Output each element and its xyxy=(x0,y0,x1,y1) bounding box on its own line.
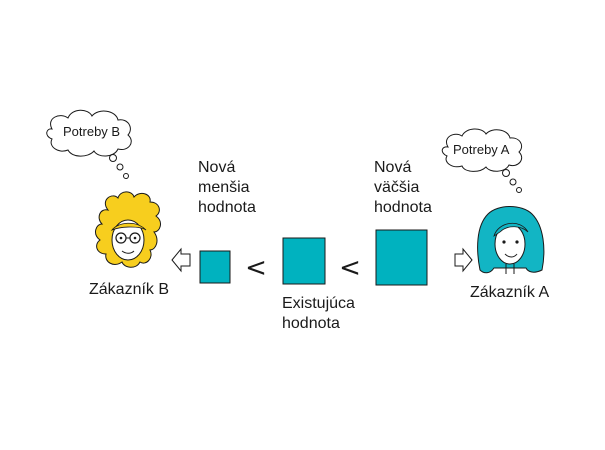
label-line: Existujúca xyxy=(282,294,355,314)
thought-text-a: Potreby A xyxy=(453,142,509,157)
short-hair-woman-icon xyxy=(478,207,544,275)
curly-hair-glasses-woman-icon xyxy=(96,192,161,267)
label-line: väčšia xyxy=(374,178,432,198)
less-than-symbol-2: < xyxy=(339,253,361,283)
label-line: Nová xyxy=(374,158,432,178)
label-existing-value: Existujúca hodnota xyxy=(282,294,355,334)
arrow-right-icon xyxy=(455,249,472,271)
label-line: hodnota xyxy=(374,198,432,218)
label-line: Nová xyxy=(198,158,256,178)
arrow-left-icon xyxy=(172,249,190,271)
label-line: hodnota xyxy=(198,198,256,218)
label-new-larger-value: Nová väčšia hodnota xyxy=(374,158,432,218)
thought-bubble-b xyxy=(47,110,132,178)
label-line: menšia xyxy=(198,178,256,198)
square-existing-value xyxy=(283,238,325,284)
label-line: hodnota xyxy=(282,314,355,334)
label-new-smaller-value: Nová menšia hodnota xyxy=(198,158,256,218)
customer-a-name: Zákazník A xyxy=(470,283,549,303)
thought-bubble-a xyxy=(442,129,521,193)
arrow-left-to-customer-b xyxy=(172,249,190,271)
avatar-customer-a xyxy=(478,207,544,275)
thought-text-b: Potreby B xyxy=(63,124,120,139)
square-smaller-value xyxy=(200,251,230,283)
arrow-right-to-customer-a xyxy=(455,249,472,271)
customer-b-name: Zákazník B xyxy=(89,280,169,300)
square-larger-value xyxy=(376,230,427,285)
less-than-symbol-1: < xyxy=(245,253,267,283)
avatar-customer-b xyxy=(96,192,161,267)
